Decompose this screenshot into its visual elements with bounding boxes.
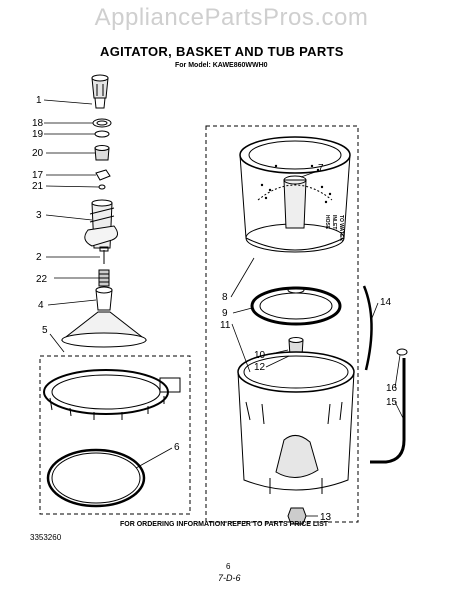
spanner-nut-part xyxy=(250,286,342,326)
callout-16: 16 xyxy=(386,383,398,394)
callout-17: 17 xyxy=(32,170,44,181)
callout-5: 5 xyxy=(42,325,48,336)
callout-8: 8 xyxy=(222,292,228,303)
callout-6: 6 xyxy=(174,442,180,453)
callout-4: 4 xyxy=(38,300,44,311)
tub-seal-ring-part xyxy=(46,448,146,508)
tub-nut-part xyxy=(287,507,307,525)
spring-part xyxy=(98,269,110,287)
agitator-part xyxy=(84,199,118,249)
callout-15: 15 xyxy=(386,397,398,408)
diagram-date: 7-D-6 xyxy=(218,573,241,583)
bolt-part xyxy=(99,246,109,264)
tub-assembly-box xyxy=(205,125,359,523)
seal-ring-part xyxy=(92,118,112,128)
callout-19: 19 xyxy=(32,129,44,140)
callout-14: 14 xyxy=(380,297,392,308)
callout-13: 13 xyxy=(320,512,332,523)
drain-hose-part xyxy=(370,358,406,464)
wash-basket-part xyxy=(239,136,351,253)
callout-3: 3 xyxy=(36,210,42,221)
balance-ring-part xyxy=(43,369,181,420)
inlet-hose-part xyxy=(362,285,373,371)
callout-9: 9 xyxy=(222,308,228,319)
small-ring-part xyxy=(98,184,106,190)
diagram-title: AGITATOR, BASKET AND TUB PARTS xyxy=(100,44,344,59)
drive-bell-part xyxy=(95,286,113,311)
model-subtitle: For Model: KAWE860WWH0 xyxy=(175,62,268,69)
watermark: AppliancePartsPros.com xyxy=(94,4,369,31)
callout-18: 18 xyxy=(32,118,44,129)
ordering-note: FOR ORDERING INFORMATION REFER TO PARTS … xyxy=(120,521,329,528)
agitator-cap-part xyxy=(91,74,109,109)
cam-part xyxy=(95,169,111,181)
callout-10: 10 xyxy=(254,350,266,361)
diagram-part-number: 3353260 xyxy=(30,533,62,542)
agitator-dog-part xyxy=(94,145,110,161)
ring-assembly-box xyxy=(39,355,191,515)
outer-tub-part xyxy=(237,351,355,494)
callout-22: 22 xyxy=(36,274,48,285)
callout-2: 2 xyxy=(36,252,42,263)
leader-lines xyxy=(43,99,405,517)
hose-clamp-part xyxy=(396,348,408,356)
page-number: 6 xyxy=(226,562,231,571)
callout-21: 21 xyxy=(32,181,44,192)
callout-1: 1 xyxy=(36,95,42,106)
callout-20: 20 xyxy=(32,148,44,159)
washer-part xyxy=(94,130,110,138)
agitator-base-part xyxy=(60,311,148,348)
callout-11: 11 xyxy=(220,320,231,331)
callout-7: 7 xyxy=(318,163,324,174)
callout-12: 12 xyxy=(254,362,266,373)
